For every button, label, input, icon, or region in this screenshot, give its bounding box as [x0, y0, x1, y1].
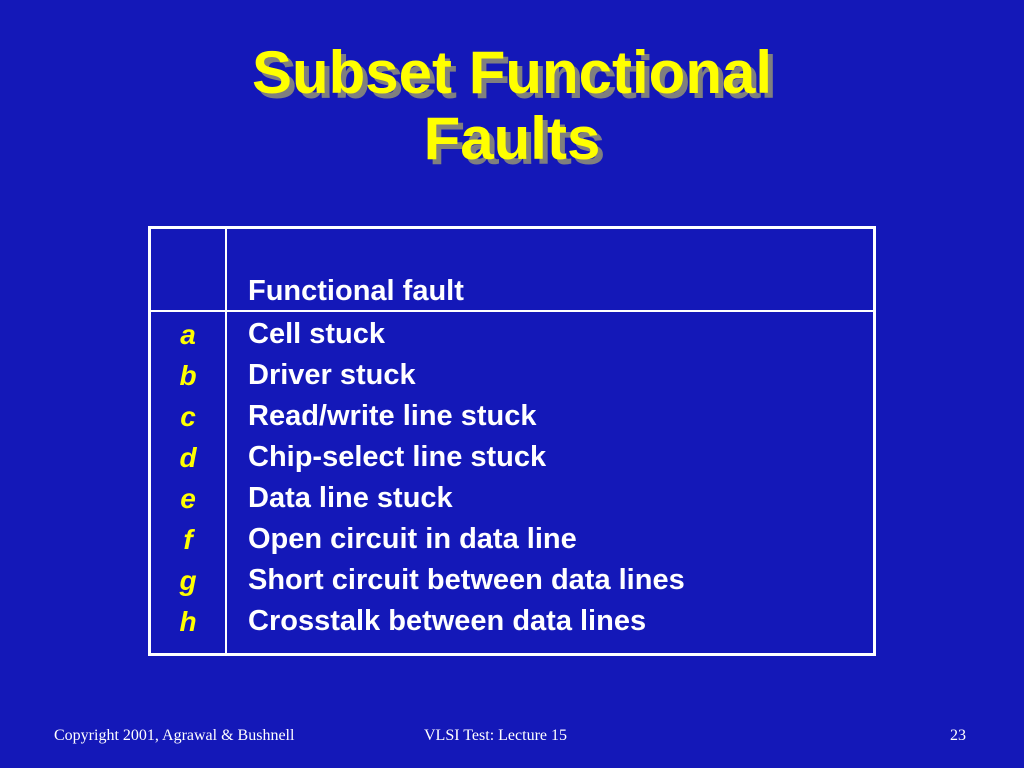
table-column-divider — [225, 229, 227, 653]
fault-letter: d — [179, 442, 197, 473]
fault-name: Open circuit in data line — [248, 523, 577, 555]
footer-page-number: 23 — [950, 727, 966, 744]
fault-name: Read/write line stuck — [248, 400, 537, 432]
fault-letter: h — [179, 606, 197, 637]
slide-title-line-2: Faults — [423, 105, 601, 172]
functional-fault-table: Functional fault a b c d e f g h Cell st… — [148, 226, 876, 656]
fault-name: Short circuit between data lines — [248, 564, 685, 596]
fault-name: Cell stuck — [248, 318, 385, 350]
fault-letter: g — [179, 565, 197, 596]
footer-copyright: Copyright 2001, Agrawal & Bushnell — [54, 727, 295, 744]
fault-letter: b — [179, 360, 197, 391]
fault-letter-column: a b c d e f g h — [151, 314, 225, 642]
fault-name: Crosstalk between data lines — [248, 605, 647, 637]
fault-name: Chip-select line stuck — [248, 441, 547, 473]
table-header-functional-fault: Functional fault — [248, 275, 464, 307]
slide-title: Subset Functional Faults — [0, 40, 1024, 172]
fault-name: Driver stuck — [248, 359, 416, 391]
fault-name-column: Cell stuck Driver stuck Read/write line … — [248, 314, 685, 642]
footer-course: VLSI Test: Lecture 15 — [424, 727, 567, 744]
fault-letter: e — [180, 483, 196, 514]
fault-letter: c — [180, 401, 196, 432]
slide-title-line-1: Subset Functional — [251, 39, 773, 106]
fault-name: Data line stuck — [248, 482, 453, 514]
fault-letter: f — [183, 524, 193, 555]
fault-letter: a — [180, 319, 196, 350]
table-header-divider — [151, 310, 873, 312]
